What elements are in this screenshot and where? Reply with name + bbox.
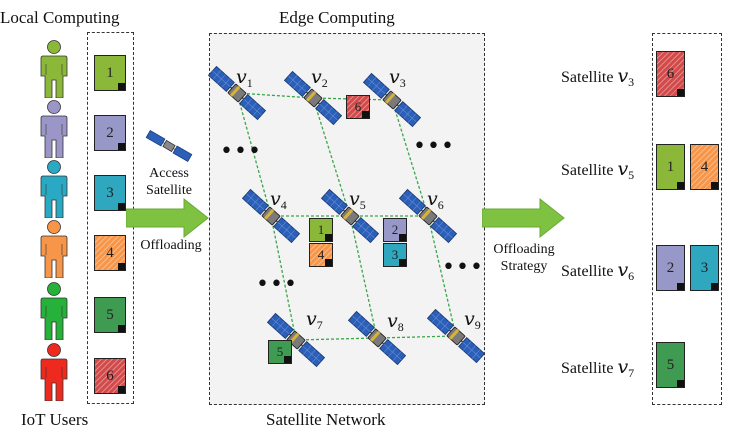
strategy-satellite-label: Satellite v6 [561,259,635,283]
user-icon [40,282,68,340]
task-4-box: 4 [94,235,126,271]
edge-computing-title: Edge Computing [279,8,395,27]
strategy-satellite-label: Satellite v5 [561,158,635,182]
local-computing-title: Local Computing [0,8,120,27]
access-satellite-icon [145,129,193,163]
task-2-box: 2 [383,218,407,242]
task-5-box: 5 [268,340,292,364]
node-label-v9: v9 [464,308,481,332]
strategy-satellite-label: Satellite v3 [561,65,635,89]
satellite-network-title: Satellite Network [266,410,386,429]
strategy-box [652,33,722,405]
user-icon [40,100,68,158]
strategy-arrow [482,197,565,239]
task-5-box: 5 [656,342,685,388]
task-1-box: 1 [656,144,685,190]
isl-link [312,97,393,101]
isl-link [376,335,457,339]
satellite-icon [207,65,267,121]
access-satellite-label: Access Satellite [146,166,192,198]
isl-link [295,337,378,341]
task-6-box: 6 [656,51,685,97]
node-label-v7: v7 [306,308,323,332]
task-3-box: 3 [383,243,407,267]
task-4-box: 4 [690,144,719,190]
satellite-icon [398,188,458,244]
satellite-icon [347,310,407,366]
task-3-box: 3 [94,175,126,211]
satellite-icon [320,188,380,244]
task-3-box: 3 [690,245,719,291]
user-icon [40,220,68,278]
node-label-v3: v3 [389,66,406,90]
user-icon [40,343,68,401]
node-label-v4: v4 [270,188,287,212]
task-2-box: 2 [94,115,126,151]
iot-users-title: IoT Users [21,410,89,429]
task-6-box: 6 [94,358,126,394]
task-1-box: 1 [309,218,333,242]
user-icon [40,40,68,98]
node-label-v8: v8 [387,310,404,334]
task-2-box: 2 [656,245,685,291]
isl-link [236,92,314,99]
user-icon [40,160,68,218]
isl-link [349,215,378,339]
isl-link [236,92,272,217]
task-1-box: 1 [94,55,126,91]
strategy-satellite-label: Satellite v7 [561,356,635,380]
ellipsis-dots: ••• [442,255,484,280]
satellite-icon [283,70,343,126]
offloading-arrow [126,197,209,239]
isl-link [312,97,351,217]
task-6-box: 6 [346,95,370,119]
node-label-v1: v1 [236,66,253,90]
satellite-icon [362,72,422,128]
ellipsis-dots: ••• [413,134,455,159]
offloading-strategy-label: Offloading Strategy [493,242,555,274]
offloading-label: Offloading [140,238,202,253]
node-label-v2: v2 [311,66,328,90]
ellipsis-dots: ••• [256,272,298,297]
satellite-icon [426,308,486,364]
node-label-v6: v6 [427,188,444,212]
satellite-icon [241,188,301,244]
task-4-box: 4 [309,243,333,267]
task-5-box: 5 [94,297,126,333]
isl-link [270,215,297,341]
isl-link [391,99,429,217]
ellipsis-dots: ••• [220,139,262,164]
isl-link [427,215,457,337]
satellite-icon [266,312,326,368]
node-label-v5: v5 [349,188,366,212]
